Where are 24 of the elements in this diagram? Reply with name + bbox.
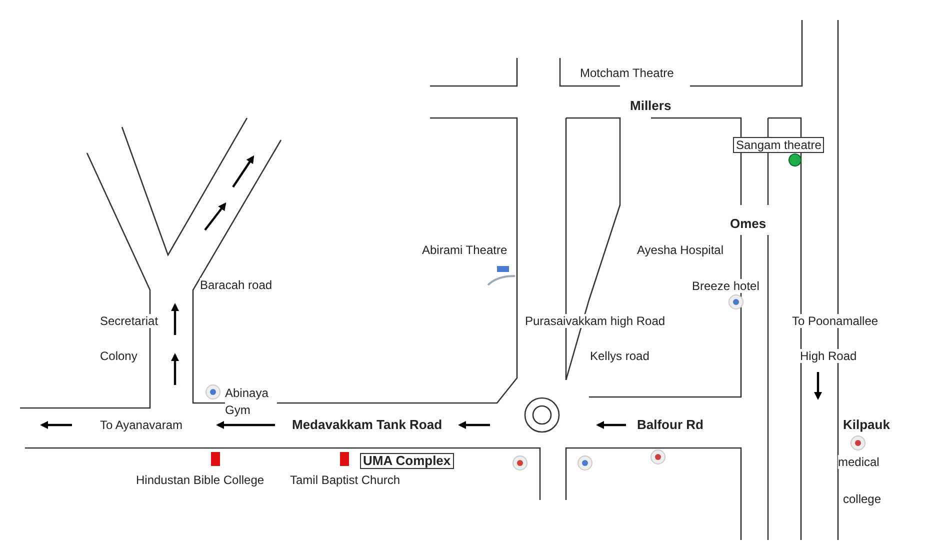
place-label: Kellys road bbox=[590, 349, 650, 363]
place-label: medical bbox=[838, 455, 880, 469]
place-label: Motcham Theatre bbox=[580, 66, 674, 80]
place-label: Secretariat bbox=[100, 314, 158, 328]
place-label: Tamil Baptist Church bbox=[290, 473, 400, 487]
place-label: To Ayanavaram bbox=[100, 418, 182, 432]
road-label: Balfour Rd bbox=[637, 418, 704, 432]
road-label: Kilpauk bbox=[843, 418, 890, 432]
place-label: Baracah road bbox=[200, 278, 272, 292]
place-label: college bbox=[843, 492, 882, 506]
road-label: Millers bbox=[630, 99, 672, 113]
place-label: Ayesha Hospital bbox=[637, 243, 724, 257]
place-label: High Road bbox=[800, 349, 857, 363]
place-label: Abirami Theatre bbox=[422, 243, 508, 257]
road-label: UMA Complex bbox=[360, 453, 454, 469]
place-label: To Poonamallee bbox=[792, 314, 878, 328]
place-label: Abinaya Gym bbox=[225, 385, 277, 419]
road-label: Medavakkam Tank Road bbox=[292, 418, 442, 432]
place-label: Hindustan Bible College bbox=[136, 473, 264, 487]
place-label: Colony bbox=[100, 349, 138, 363]
road-label: Omes bbox=[730, 217, 766, 231]
place-label: Purasaivakkam high Road bbox=[525, 314, 666, 328]
place-label: Sangam theatre bbox=[733, 137, 824, 153]
place-label: Breeze hotel bbox=[692, 279, 760, 293]
